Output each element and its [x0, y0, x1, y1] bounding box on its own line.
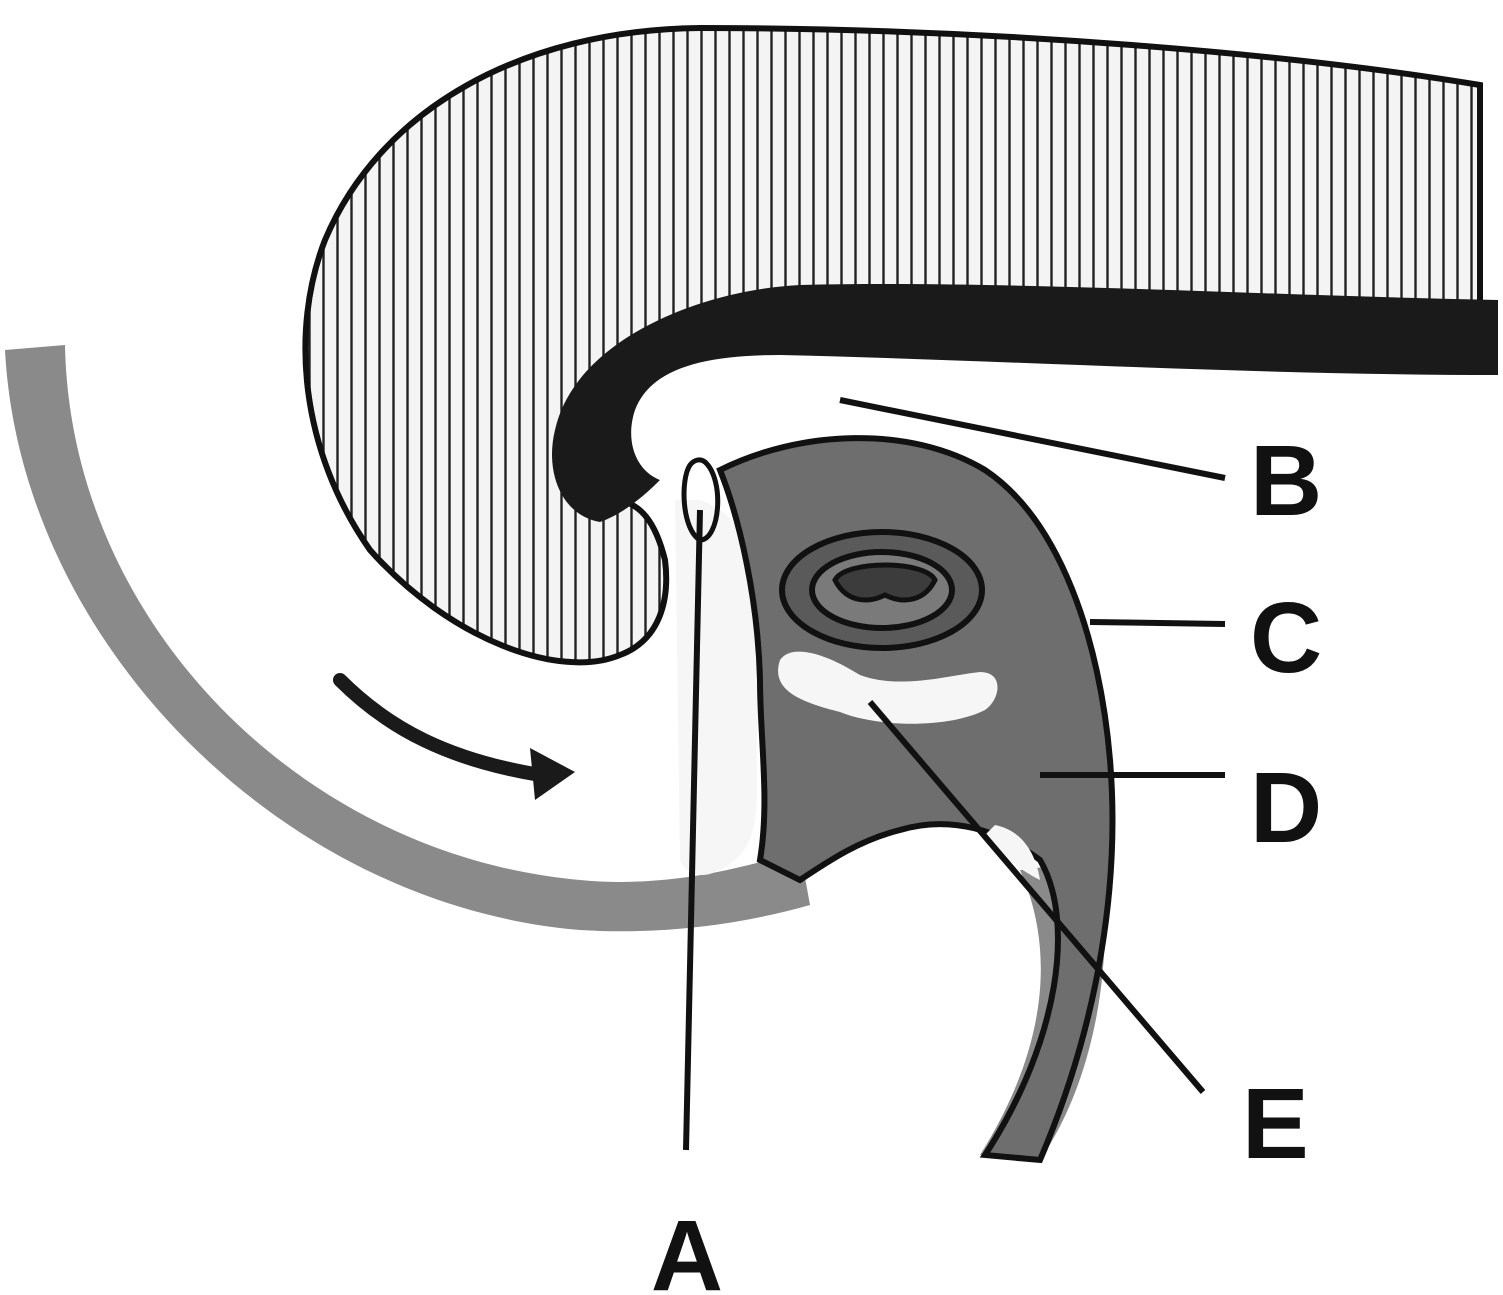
light-space-e — [778, 651, 998, 724]
small-loop — [681, 457, 721, 543]
leader-line-b — [839, 397, 1226, 481]
label-a: A — [651, 1200, 723, 1295]
leader-line-a — [683, 509, 703, 1151]
label-d: D — [1250, 752, 1322, 864]
flow-arrow-head — [530, 748, 575, 800]
label-c: C — [1250, 582, 1322, 694]
label-e: E — [1242, 1068, 1309, 1180]
outer-curved-wall — [5, 345, 810, 932]
label-b: B — [1250, 425, 1322, 537]
lower-right-space — [985, 825, 1040, 880]
flow-arrow-shaft — [333, 673, 547, 782]
inner-kidney — [832, 562, 938, 603]
leader-line-e — [867, 700, 1206, 1094]
black-band — [552, 283, 1498, 522]
leader-line-c — [1089, 619, 1226, 627]
